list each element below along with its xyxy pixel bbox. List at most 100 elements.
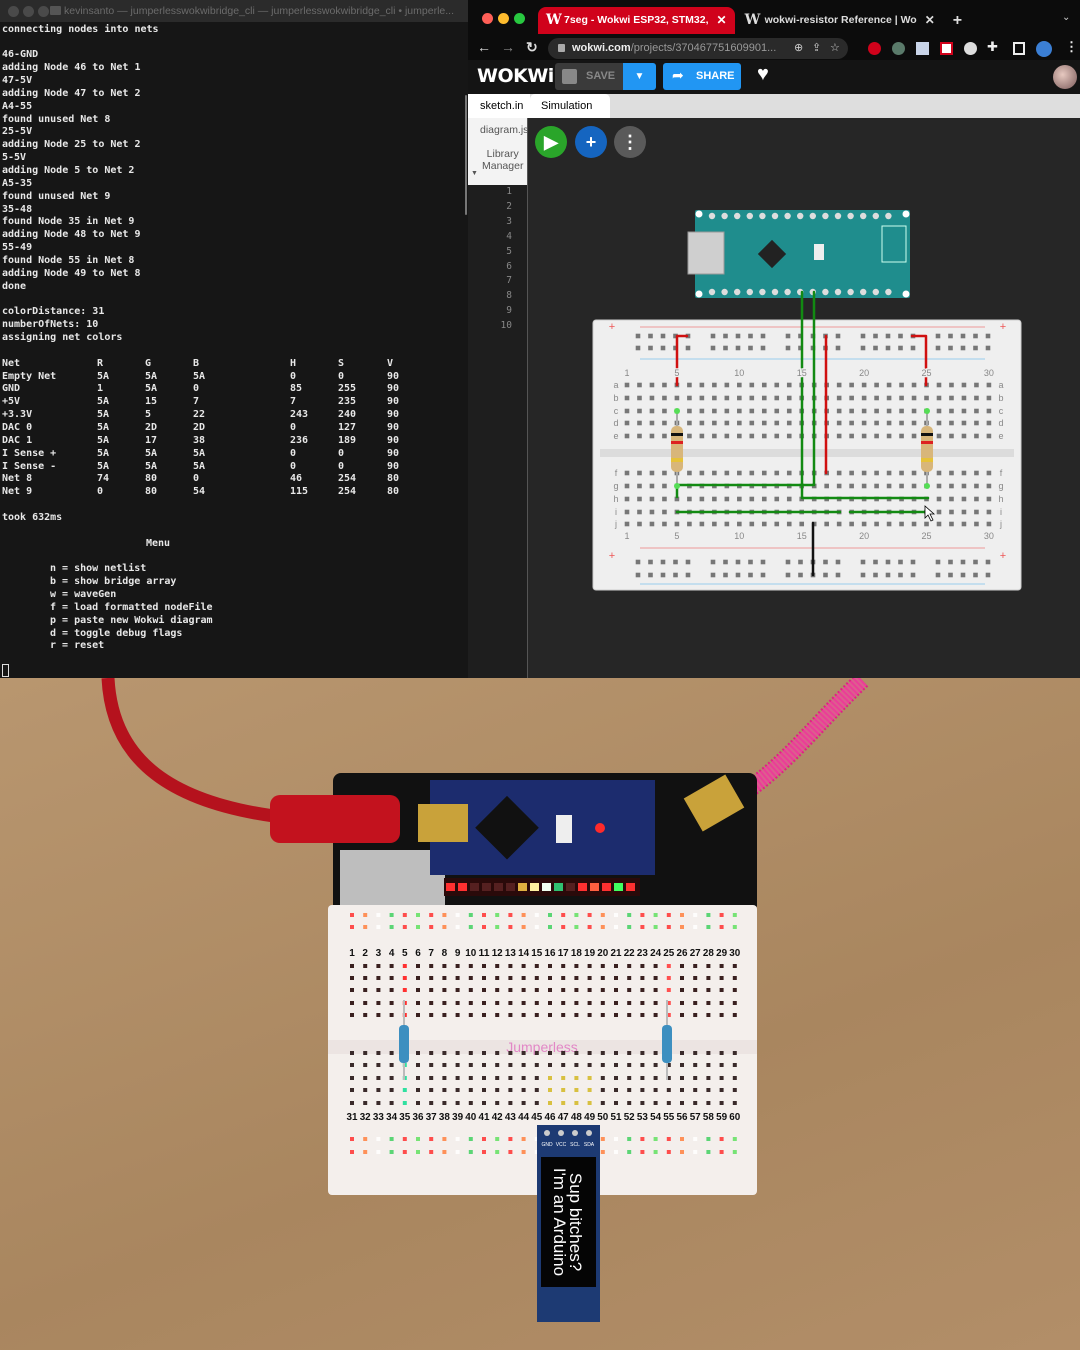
- zoom-icon[interactable]: ⊕: [794, 42, 804, 54]
- wokwi-favicon-icon: W: [744, 12, 761, 28]
- adblock-extension-icon[interactable]: [868, 42, 881, 55]
- breadboard-hole: [724, 433, 730, 439]
- resistor-right[interactable]: [921, 408, 933, 489]
- close-tab-icon[interactable]: ✕: [924, 13, 935, 27]
- maximize-window-icon[interactable]: [514, 13, 525, 24]
- terminal-line: found Node 35 in Net 9: [2, 216, 135, 228]
- save-options-dropdown[interactable]: ▼: [623, 63, 656, 90]
- resistor-left[interactable]: [671, 408, 683, 489]
- breadboard-hole: [886, 382, 892, 388]
- breadboard-hole: [724, 382, 730, 388]
- extension-icon[interactable]: [964, 42, 977, 55]
- rail-hole: [685, 559, 691, 565]
- breadboard-hole: [719, 1001, 724, 1005]
- start-simulation-button[interactable]: ▶: [535, 126, 567, 158]
- breadboard-hole: [749, 521, 755, 527]
- breadboard-hole: [687, 433, 692, 439]
- rail-hole: [723, 572, 728, 578]
- heart-icon[interactable]: ♥: [757, 63, 769, 85]
- table-cell: 5A: [97, 421, 110, 433]
- breadboard-hole: [849, 521, 854, 527]
- breadboard-hole: [899, 470, 904, 476]
- search-extension-icon[interactable]: [940, 42, 953, 55]
- breadboard-hole: [719, 1013, 724, 1017]
- breadboard-hole: [653, 964, 658, 968]
- file-diagram[interactable]: diagram.js: [480, 124, 527, 136]
- breadboard-hole: [724, 521, 730, 527]
- profile-icon[interactable]: [1036, 41, 1052, 57]
- share-button[interactable]: ➦ SHARE: [663, 63, 741, 90]
- rail-hole: [508, 1137, 513, 1141]
- column-label: 5: [674, 368, 679, 378]
- bookmark-star-icon[interactable]: ☆: [830, 42, 840, 54]
- browser-tab-active[interactable]: W 7seg - Wokwi ESP32, STM32, ✕: [538, 7, 735, 34]
- rail-hole: [666, 1150, 671, 1154]
- wokwi-logo[interactable]: WOKWi: [477, 65, 554, 87]
- rail-hole: [732, 1150, 737, 1154]
- arduino-nano[interactable]: [687, 210, 910, 298]
- back-icon[interactable]: ←: [477, 39, 491, 55]
- breadboard-hole: [561, 964, 566, 968]
- wokwi-favicon-icon: W: [546, 12, 562, 28]
- breadboard-hole: [974, 420, 979, 426]
- reload-icon[interactable]: ↻: [526, 39, 538, 55]
- terminal-scrollbar[interactable]: [465, 95, 467, 215]
- row-label: c: [999, 406, 1004, 416]
- rail-hole: [735, 345, 741, 351]
- save-disk-icon: [562, 69, 577, 84]
- breadboard-hole: [442, 1013, 447, 1017]
- more-options-button[interactable]: ⋮: [614, 126, 646, 158]
- breadboard[interactable]: + + + +: [592, 319, 1022, 591]
- minimize-window-icon[interactable]: [498, 13, 509, 24]
- close-tab-icon[interactable]: ✕: [716, 13, 727, 27]
- breadboard-hole: [416, 1001, 420, 1005]
- extension-icon[interactable]: [916, 42, 929, 55]
- extension-icon[interactable]: [892, 42, 905, 55]
- minimize-window-icon[interactable]: [23, 6, 34, 17]
- tab-sketch[interactable]: sketch.in: [468, 94, 530, 118]
- add-part-button[interactable]: +: [575, 126, 607, 158]
- table-cell: 5A: [193, 447, 206, 459]
- breadboard-hole: [693, 1088, 698, 1092]
- forward-icon[interactable]: →: [501, 39, 515, 55]
- breadboard-hole: [687, 496, 692, 502]
- breadboard-hole: [389, 1088, 394, 1092]
- share-page-icon[interactable]: ⇪: [812, 42, 822, 54]
- net-led: [602, 883, 611, 891]
- breadboard-hole: [986, 408, 992, 414]
- breadboard-hole: [508, 1051, 513, 1055]
- close-window-icon[interactable]: [8, 6, 19, 17]
- save-button[interactable]: SAVE: [555, 63, 623, 90]
- rail-hole: [935, 333, 941, 339]
- breadboard-hole: [706, 1088, 711, 1092]
- new-tab-button[interactable]: +: [952, 12, 963, 29]
- extensions-puzzle-icon[interactable]: ✚: [987, 39, 998, 54]
- breadboard-hole: [574, 964, 579, 968]
- rail-hole: [614, 925, 618, 929]
- pane-divider[interactable]: [527, 118, 528, 678]
- tab-list-chevron-icon[interactable]: ⌄: [1062, 12, 1071, 23]
- browser-tab[interactable]: W wokwi-resistor Reference | Wo ✕: [739, 7, 943, 34]
- more-vertical-icon: ⋮: [621, 132, 639, 152]
- column-number: 10: [465, 948, 476, 959]
- dropdown-arrow-icon[interactable]: ▼: [471, 170, 478, 177]
- terminal-window[interactable]: kevinsanto — jumperlesswokwibridge_cli —…: [0, 0, 468, 678]
- browser-menu-icon[interactable]: ⋮: [1065, 39, 1078, 54]
- breadboard-hole: [548, 1001, 552, 1005]
- avatar[interactable]: [1053, 65, 1077, 89]
- breadboard-hole: [534, 1076, 539, 1080]
- sidepanel-icon[interactable]: [1013, 42, 1025, 55]
- tab-simulation[interactable]: Simulation: [530, 94, 610, 118]
- breadboard-hole: [949, 483, 954, 489]
- url-input[interactable]: wokwi.com/projects/370467751609901... ⊕ …: [548, 38, 848, 59]
- close-window-icon[interactable]: [482, 13, 493, 24]
- terminal-line: A4-55: [2, 100, 33, 112]
- library-manager[interactable]: Library Manager: [482, 148, 524, 172]
- maximize-window-icon[interactable]: [38, 6, 49, 17]
- breadboard-hole: [350, 1088, 354, 1092]
- table-cell: DAC 0: [2, 421, 33, 433]
- column-number: 20: [597, 948, 608, 959]
- column-number: 54: [650, 1112, 661, 1123]
